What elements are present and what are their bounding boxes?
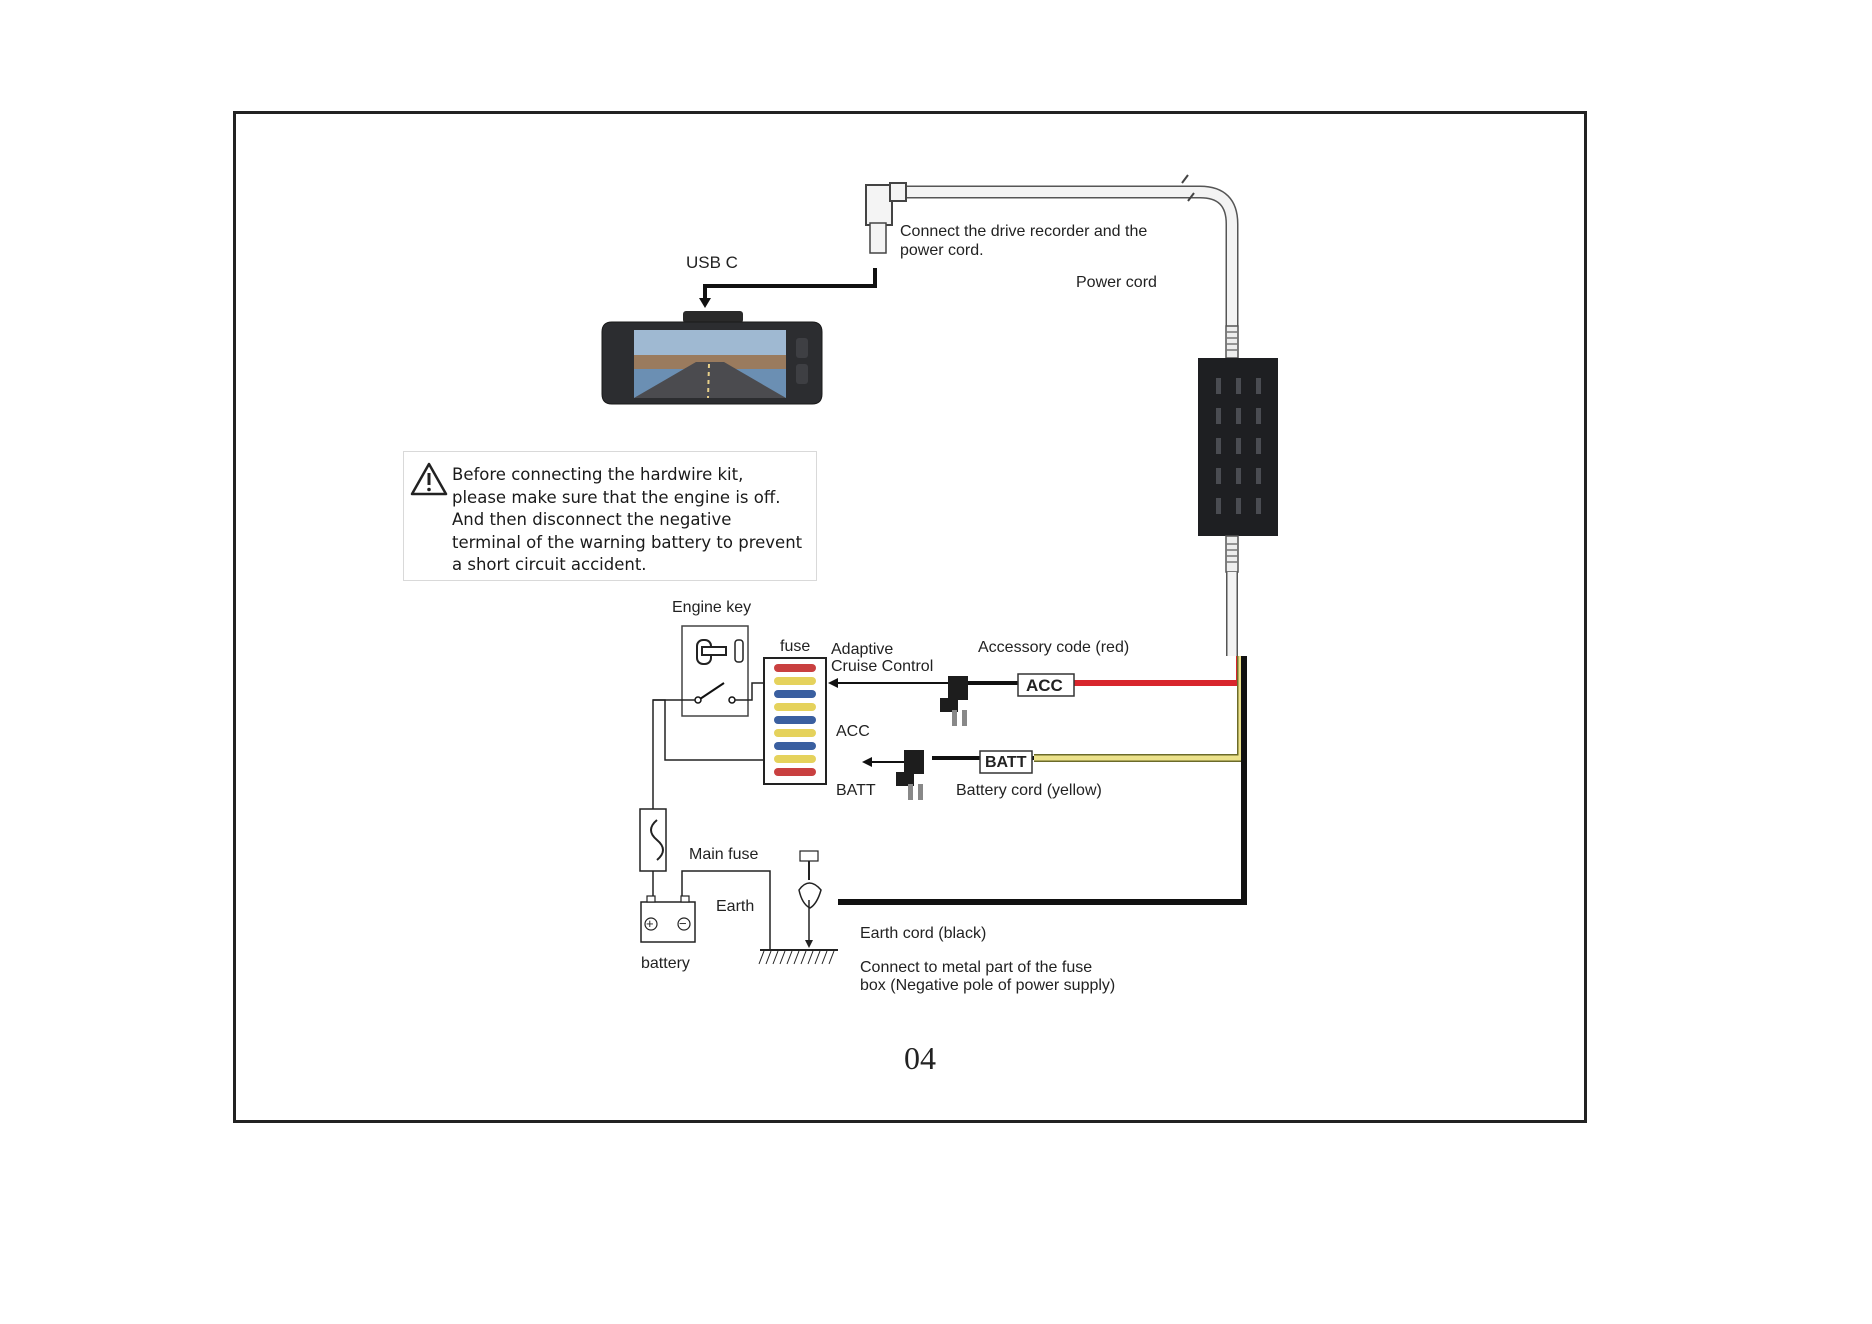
module-vent-slot bbox=[1256, 438, 1261, 454]
batt-wire-tag bbox=[979, 750, 1033, 774]
module-vent-slot bbox=[1256, 498, 1261, 514]
usb-c-plug bbox=[865, 182, 907, 254]
connect-recorder-label: Connect the drive recorder and the power… bbox=[900, 223, 1148, 259]
module-vent-slot bbox=[1236, 378, 1241, 394]
dash-camera bbox=[601, 311, 823, 405]
battery-icon bbox=[640, 895, 696, 943]
schematic-wiring bbox=[652, 682, 771, 950]
module-vent-slot bbox=[1236, 408, 1241, 424]
connect-metal-label: Connect to metal part of the fuse box (N… bbox=[860, 959, 1116, 994]
module-vent-slot bbox=[1236, 498, 1241, 514]
blade-fuse bbox=[774, 690, 816, 698]
key-icon bbox=[696, 639, 744, 665]
module-vent-slot bbox=[1216, 378, 1221, 394]
blade-fuse bbox=[774, 755, 816, 763]
usb-c-label: USB C bbox=[686, 253, 738, 272]
module-vent-slot bbox=[1216, 498, 1221, 514]
warning-text: Before connecting the hardwire kit, plea… bbox=[452, 464, 814, 577]
blade-fuse bbox=[774, 677, 816, 685]
module-vent-slot bbox=[1216, 438, 1221, 454]
module-vent-slot bbox=[1216, 468, 1221, 484]
page-frame bbox=[233, 111, 1587, 1123]
module-vent-slot bbox=[1256, 468, 1261, 484]
blade-fuse bbox=[774, 729, 816, 737]
earth-bolt bbox=[798, 850, 822, 948]
acc-label: ACC bbox=[836, 723, 870, 740]
blade-fuse bbox=[774, 742, 816, 750]
usb-c-arrow-icon bbox=[699, 298, 711, 308]
battery-label: battery bbox=[641, 955, 690, 972]
yellow-battery-wire bbox=[1034, 656, 1245, 762]
engine-key-switch bbox=[681, 625, 749, 717]
power-cord-cable bbox=[905, 174, 1239, 359]
acc-wire-tag bbox=[1017, 673, 1075, 697]
battery-minus-sign: − bbox=[679, 916, 687, 931]
warning-triangle-icon bbox=[410, 462, 448, 496]
adaptive-cruise-label: Adaptive Cruise Control bbox=[831, 641, 934, 675]
accessory-cord-label: Accessory code (red) bbox=[978, 639, 1130, 656]
warning-line: please make sure that the engine is off. bbox=[452, 487, 781, 507]
main-fuse-label: Main fuse bbox=[689, 846, 759, 863]
converter-module bbox=[1198, 358, 1278, 536]
power-cord-label: Power cord bbox=[1076, 274, 1157, 291]
warning-line: And then disconnect the negative bbox=[452, 510, 732, 529]
module-vent-slot bbox=[1236, 468, 1241, 484]
module-vent-slot bbox=[1256, 408, 1261, 424]
main-fuse bbox=[639, 808, 667, 872]
strain-relief-bottom bbox=[1225, 535, 1239, 656]
ground-symbol bbox=[758, 949, 838, 965]
blade-fuse bbox=[774, 768, 816, 776]
warning-line: a short circuit accident. bbox=[452, 555, 647, 574]
module-vent-slot bbox=[1216, 408, 1221, 424]
warning-line: terminal of the warning battery to preve… bbox=[452, 532, 803, 552]
warning-line: Before connecting the hardwire kit, bbox=[452, 465, 744, 484]
engine-key-label: Engine key bbox=[672, 599, 752, 616]
earth-label: Earth bbox=[716, 898, 755, 915]
batt-fuse-tap bbox=[896, 750, 924, 800]
blade-fuse bbox=[774, 664, 816, 672]
page-number: 04 bbox=[904, 1040, 936, 1076]
batt-label: BATT bbox=[836, 782, 876, 799]
acc-tag-label: ACC bbox=[1026, 676, 1063, 695]
cable-break-mark bbox=[1181, 174, 1195, 202]
fuse-box bbox=[763, 657, 827, 785]
fuse-label: fuse bbox=[780, 638, 811, 655]
usb-c-cable bbox=[703, 268, 877, 300]
strain-relief-top bbox=[1225, 325, 1239, 359]
red-accessory-wire bbox=[1073, 656, 1242, 686]
batt-tag-label: BATT bbox=[985, 754, 1027, 771]
module-vent-slot bbox=[1256, 378, 1261, 394]
module-vent-slot bbox=[1236, 438, 1241, 454]
battery-cord-label: Battery cord (yellow) bbox=[956, 782, 1102, 799]
blade-fuse bbox=[774, 703, 816, 711]
blade-fuse bbox=[774, 716, 816, 724]
battery-plus-sign: + bbox=[646, 916, 654, 931]
earth-cord-label: Earth cord (black) bbox=[860, 925, 987, 942]
warning-box: Before connecting the hardwire kit, plea… bbox=[403, 451, 817, 581]
black-earth-wire bbox=[838, 656, 1247, 905]
acc-fuse-tap bbox=[940, 676, 968, 726]
